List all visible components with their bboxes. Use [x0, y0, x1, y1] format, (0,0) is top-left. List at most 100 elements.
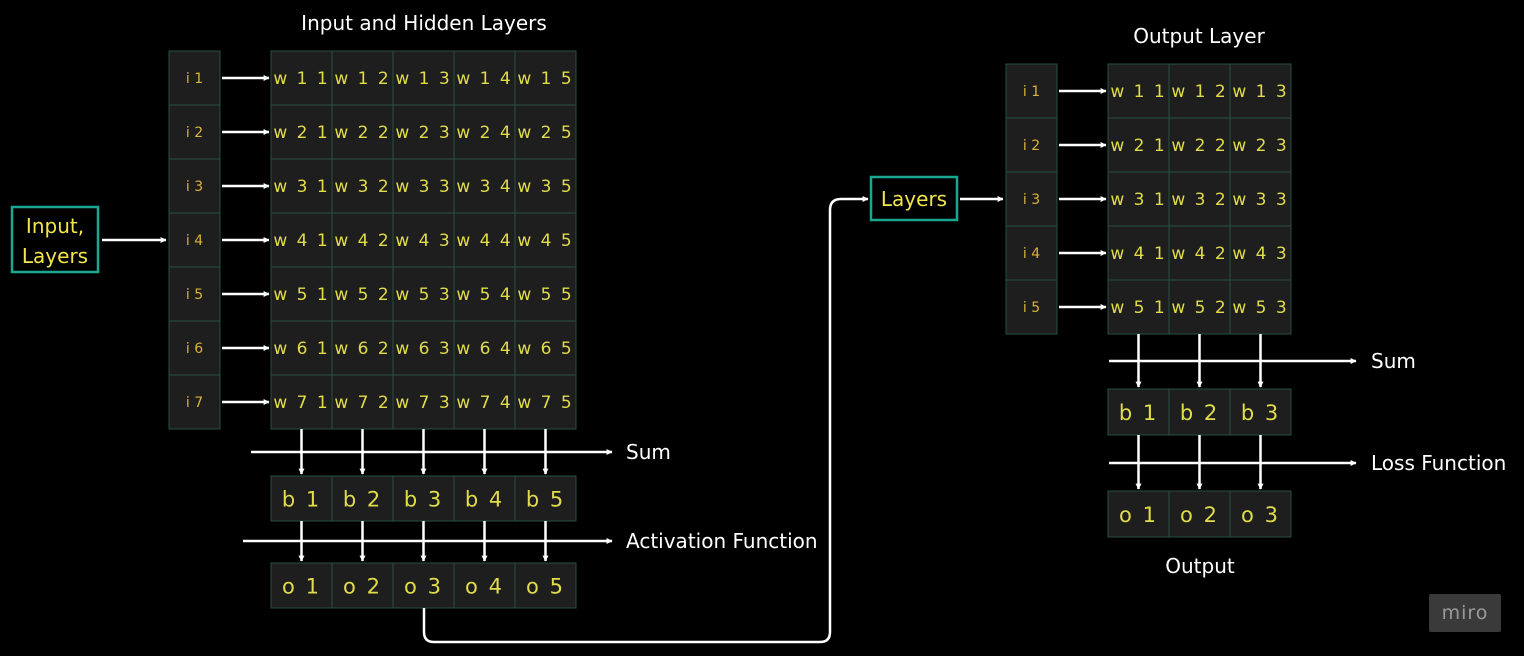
left-input-label: i 7	[186, 395, 203, 411]
right-weight-cell	[1229, 279, 1292, 335]
left-input-label: i 5	[186, 287, 203, 303]
left-bias-cell	[331, 475, 394, 522]
right-sum-label: Sum	[1371, 349, 1416, 373]
left-weight-cell	[331, 374, 394, 430]
left-weight-label: w 4 1	[273, 231, 329, 251]
left-input-cell	[168, 266, 221, 322]
left-weight-label: w 1 5	[517, 69, 573, 89]
right-weight-label: w 4 1	[1110, 244, 1166, 264]
left-weight-label: w 2 2	[334, 123, 390, 143]
left-input-cell	[168, 212, 221, 268]
left-weight-label: w 7 3	[395, 393, 451, 413]
left-weight-cell	[392, 212, 455, 268]
left-weight-cell	[514, 158, 577, 214]
right-weight-cell	[1168, 279, 1231, 335]
right-weight-label: w 3 1	[1110, 190, 1166, 210]
left-weight-label: w 3 4	[456, 177, 512, 197]
right-weight-label: w 5 2	[1171, 298, 1227, 318]
left-weight-label: w 6 4	[456, 339, 512, 359]
layers-box-label: Layers	[881, 187, 947, 211]
right-output-label: o 1	[1119, 503, 1158, 527]
left-output-label: o 3	[404, 575, 443, 599]
right-output-label: o 2	[1180, 503, 1219, 527]
left-weight-label: w 1 2	[334, 69, 390, 89]
right-weight-cell	[1168, 63, 1231, 119]
right-weight-label: w 2 2	[1171, 136, 1227, 156]
right-bias-label: b 3	[1241, 401, 1280, 425]
left-weight-label: w 2 5	[517, 123, 573, 143]
left-output-cell	[453, 562, 516, 609]
input-box-label-line2: Layers	[22, 244, 88, 268]
left-weight-label: w 7 1	[273, 393, 329, 413]
left-output-cell	[514, 562, 577, 609]
left-weight-cell	[270, 158, 333, 214]
left-bias-label: b 2	[343, 488, 382, 512]
layers-box[interactable]	[869, 175, 959, 222]
right-weight-label: w 4 3	[1232, 244, 1288, 264]
left-section-title: Input and Hidden Layers	[301, 11, 547, 35]
left-weight-label: w 4 4	[456, 231, 512, 251]
left-sum-label: Sum	[626, 440, 671, 464]
right-weight-cell	[1229, 63, 1292, 119]
right-output-cell	[1229, 490, 1292, 538]
left-weight-cell	[514, 374, 577, 430]
left-weight-cell	[514, 104, 577, 160]
left-weight-cell	[331, 320, 394, 376]
miro-logo: miro	[1429, 594, 1501, 632]
left-weight-label: w 3 3	[395, 177, 451, 197]
left-output-label: o 2	[343, 575, 382, 599]
left-output-cell	[270, 562, 333, 609]
right-weight-cell	[1107, 117, 1170, 173]
input-box-label-line1: Input,	[26, 214, 84, 238]
left-weight-label: w 7 2	[334, 393, 390, 413]
right-input-cell	[1005, 279, 1058, 335]
right-weight-label: w 2 3	[1232, 136, 1288, 156]
right-input-label: i 5	[1023, 300, 1040, 316]
right-section-title: Output Layer	[1133, 24, 1265, 48]
left-input-label: i 3	[186, 179, 203, 195]
left-weight-label: w 6 1	[273, 339, 329, 359]
left-weight-cell	[270, 104, 333, 160]
right-weight-label: w 5 1	[1110, 298, 1166, 318]
right-bias-cell	[1107, 388, 1170, 436]
right-bias-cell	[1229, 388, 1292, 436]
right-weight-label: w 2 1	[1110, 136, 1166, 156]
left-weight-cell	[514, 266, 577, 322]
left-input-label: i 1	[186, 71, 203, 87]
left-output-label: o 4	[465, 575, 504, 599]
left-weight-label: w 7 4	[456, 393, 512, 413]
left-weight-cell	[270, 374, 333, 430]
right-input-cell	[1005, 63, 1058, 119]
right-weight-cell	[1229, 117, 1292, 173]
right-bias-cell	[1168, 388, 1231, 436]
left-output-label: o 1	[282, 575, 321, 599]
left-weight-label: w 4 3	[395, 231, 451, 251]
left-weight-label: w 5 2	[334, 285, 390, 305]
left-bias-label: b 4	[465, 488, 504, 512]
right-input-cell	[1005, 225, 1058, 281]
right-weight-label: w 1 1	[1110, 82, 1166, 102]
right-input-label: i 3	[1023, 192, 1040, 208]
right-input-label: i 4	[1023, 246, 1040, 262]
right-weight-cell	[1168, 225, 1231, 281]
left-weight-label: w 6 5	[517, 339, 573, 359]
right-input-cell	[1005, 117, 1058, 173]
left-weight-label: w 5 3	[395, 285, 451, 305]
output-label: Output	[1165, 554, 1235, 578]
left-weight-label: w 3 1	[273, 177, 329, 197]
right-weight-cell	[1107, 63, 1170, 119]
left-weight-cell	[270, 266, 333, 322]
left-weight-cell	[453, 212, 516, 268]
input-layers-box[interactable]	[10, 205, 100, 274]
right-weight-label: w 1 2	[1171, 82, 1227, 102]
right-output-cell	[1107, 490, 1170, 538]
left-weight-label: w 1 3	[395, 69, 451, 89]
right-weight-label: w 3 2	[1171, 190, 1227, 210]
left-weight-cell	[270, 320, 333, 376]
left-output-cell	[392, 562, 455, 609]
right-output-cell	[1168, 490, 1231, 538]
left-activation-label: Activation Function	[626, 529, 818, 553]
left-weight-label: w 7 5	[517, 393, 573, 413]
